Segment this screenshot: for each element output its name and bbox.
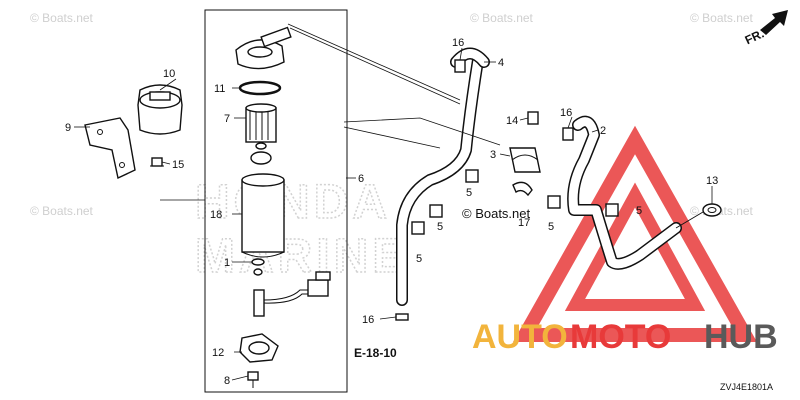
callout-8: 8	[224, 375, 230, 387]
callout-16-right: 16	[560, 107, 572, 119]
part-5-clamp-e	[605, 203, 619, 217]
callout-12: 12	[212, 347, 224, 359]
marine-brand-watermark: MARINE	[195, 230, 408, 283]
callout-13: 13	[706, 175, 718, 187]
callout-6: 6	[358, 173, 364, 185]
part-5-clamp-a	[465, 169, 479, 183]
callout-15: 15	[172, 159, 184, 171]
part-8-bolt	[247, 371, 259, 388]
part-5-clamp-b	[429, 204, 443, 218]
part-10-bracket-holder	[137, 84, 183, 135]
callout-4: 4	[498, 57, 504, 69]
lower-washer	[253, 268, 263, 276]
filter-assembly-frame	[204, 9, 348, 393]
part-15-bolt	[150, 157, 164, 167]
callout-14: 14	[506, 115, 518, 127]
autohub-wordmark: AUTO MOTO HUB	[472, 318, 778, 356]
part-16-clip-right	[562, 127, 574, 141]
watermark-mid-right: © Boats.net	[690, 204, 754, 218]
callout-5-a: 5	[466, 187, 472, 199]
autohub-triangle-logo	[513, 125, 757, 342]
part-17-clamp	[512, 181, 533, 197]
callout-16-bottom: 16	[362, 314, 374, 326]
part-7-filter-element	[245, 103, 277, 143]
part-3-hose-clip	[509, 147, 541, 173]
callout-10: 10	[163, 68, 175, 80]
callout-11: 11	[214, 83, 225, 95]
callout-16-top: 16	[452, 37, 464, 49]
part-11-o-ring	[238, 80, 282, 96]
watermark-mid-center: © Boats.net	[462, 206, 531, 221]
seal-washer	[250, 151, 272, 165]
part-5-clamp-c	[411, 221, 425, 235]
callout-17: 17	[518, 217, 530, 229]
callout-18: 18	[210, 209, 222, 221]
part-9-bracket	[84, 117, 136, 180]
fuel-filter-cap	[235, 26, 292, 70]
watermark-top-center: © Boats.net	[470, 11, 534, 25]
callout-7: 7	[224, 113, 230, 125]
honda-brand-watermark: HONDA	[195, 176, 391, 229]
callout-5-b: 5	[437, 221, 443, 233]
watermark-mid-left: © Boats.net	[30, 204, 94, 218]
water-sensor	[253, 271, 331, 317]
callout-2: 2	[600, 125, 606, 137]
part-16-clip-top	[454, 59, 466, 73]
part-5-clamp-d	[547, 195, 561, 209]
callout-1: 1	[224, 257, 230, 269]
part-14-bolt	[527, 111, 539, 125]
part-12-gasket	[239, 333, 279, 363]
callout-9: 9	[65, 122, 71, 134]
wordmark-part-moto: MOTO	[570, 318, 671, 356]
part-1-o-ring	[251, 258, 265, 266]
wordmark-part-auto: AUTO	[472, 318, 568, 356]
callout-5-c: 5	[416, 253, 422, 265]
section-reference: E-18-10	[354, 346, 397, 360]
part-16-clip-bottom	[395, 313, 409, 321]
callout-5-d: 5	[548, 221, 554, 233]
wordmark-part-hub: HUB	[704, 318, 778, 356]
small-o-ring	[255, 142, 267, 150]
diagram-code: ZVJ4E1801A	[720, 382, 773, 392]
part-18-filter-cup	[241, 173, 285, 258]
callout-5-e: 5	[636, 205, 642, 217]
watermark-top-right: © Boats.net	[690, 11, 754, 25]
callout-3: 3	[490, 149, 496, 161]
watermark-top-left: © Boats.net	[30, 11, 94, 25]
